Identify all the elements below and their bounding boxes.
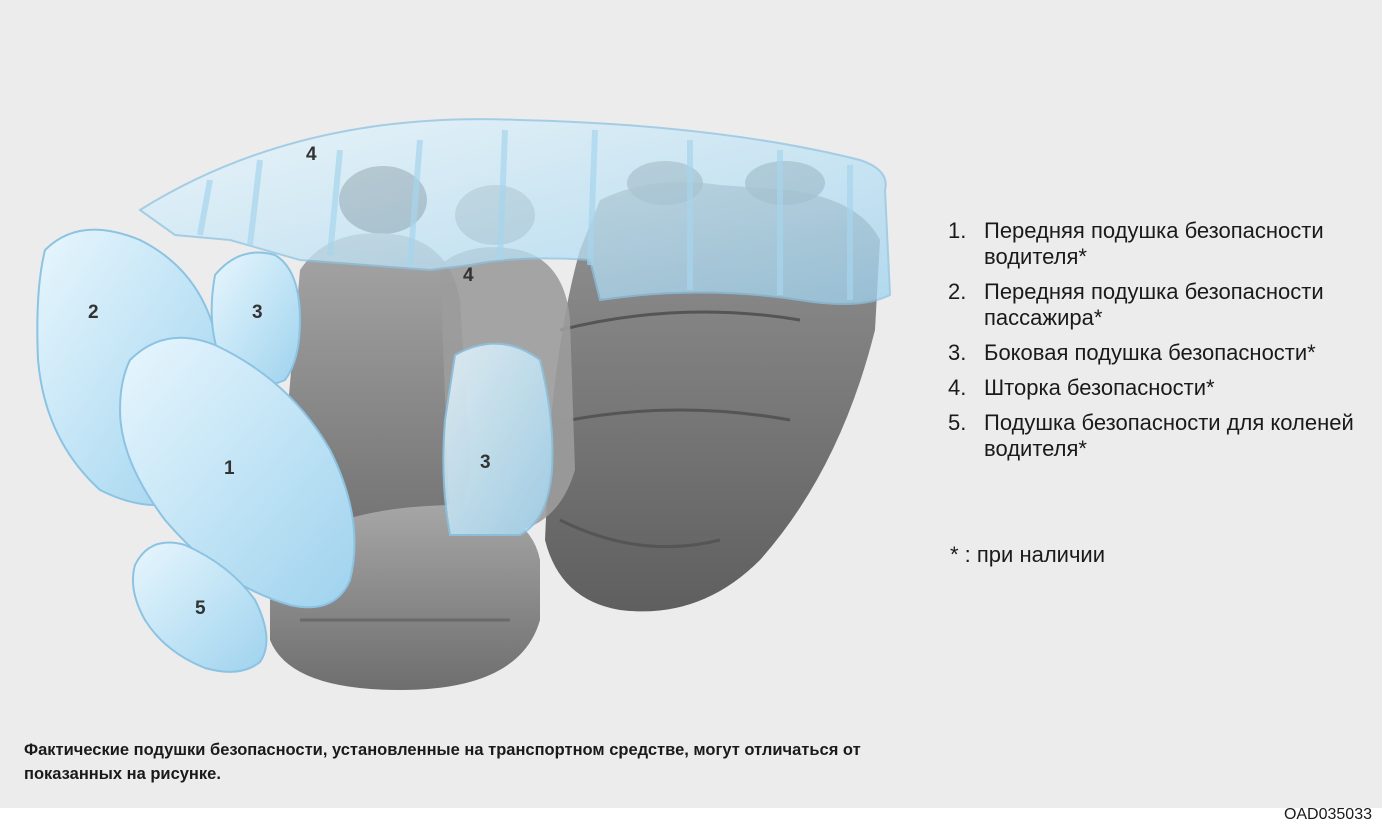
legend-number: 2. — [948, 279, 984, 331]
legend-text: Подушка безопасности для коленей водител… — [984, 410, 1368, 462]
callout-driver-front: 1 — [224, 458, 235, 479]
figure-code: OAD035033 — [1284, 806, 1372, 824]
callout-side-right: 3 — [480, 452, 491, 473]
legend-item: 5. Подушка безопасности для коленей води… — [948, 410, 1368, 462]
airbag-illustration: 1 2 3 3 4 4 5 — [0, 0, 912, 730]
callout-passenger-front: 2 — [88, 302, 99, 323]
legend-item: 4. Шторка безопасности* — [948, 375, 1368, 401]
callout-side-left: 3 — [252, 302, 263, 323]
callout-knee: 5 — [195, 598, 206, 619]
legend-text: Шторка безопасности* — [984, 375, 1368, 401]
availability-footnote: * : при наличии — [950, 542, 1105, 568]
side-airbag-right — [443, 344, 552, 535]
legend-number: 3. — [948, 340, 984, 366]
airbag-legend: 1. Передняя подушка безопасности водител… — [948, 218, 1368, 471]
legend-item: 1. Передняя подушка безопасности водител… — [948, 218, 1368, 270]
callout-curtain-mid: 4 — [463, 265, 474, 286]
legend-item: 3. Боковая подушка безопасности* — [948, 340, 1368, 366]
legend-number: 1. — [948, 218, 984, 270]
figure-caption: Фактические подушки безопасности, устано… — [24, 738, 904, 786]
legend-text: Передняя подушка безопасности пассажира* — [984, 279, 1368, 331]
legend-item: 2. Передняя подушка безопасности пассажи… — [948, 279, 1368, 331]
legend-number: 5. — [948, 410, 984, 462]
callout-curtain-top: 4 — [306, 144, 317, 165]
legend-text: Передняя подушка безопасности водителя* — [984, 218, 1368, 270]
legend-number: 4. — [948, 375, 984, 401]
legend-text: Боковая подушка безопасности* — [984, 340, 1368, 366]
